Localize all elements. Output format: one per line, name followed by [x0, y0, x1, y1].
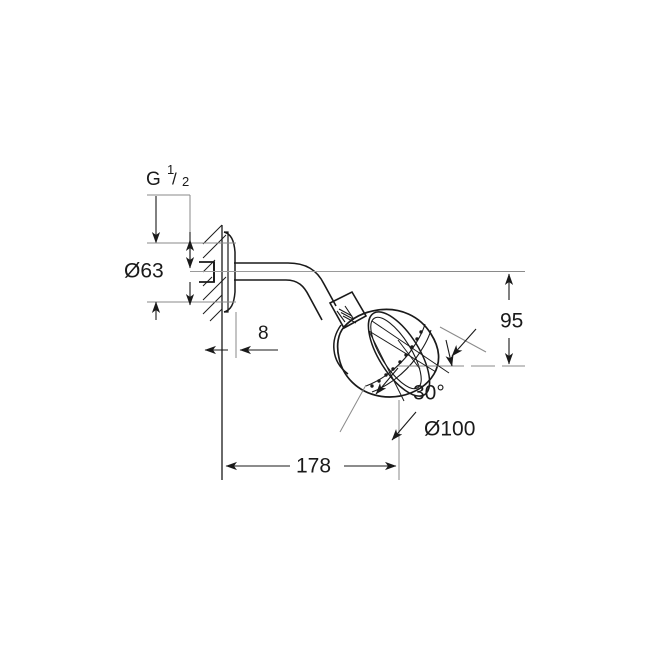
dimension-spray-angle: 30°	[371, 320, 455, 405]
dimension-arm-reach: 178	[225, 400, 400, 480]
head-diameter-label: Ø100	[424, 418, 475, 441]
drop-height-label: 95	[500, 310, 523, 333]
dimension-thread-g-half: G 1 / 2	[146, 162, 195, 269]
flange-diameter-label: Ø63	[124, 260, 164, 283]
dimension-flange-diameter: Ø63	[124, 239, 236, 320]
thread-label-denominator: 2	[182, 174, 189, 189]
shower-arm	[234, 262, 337, 321]
flange-depth-label: 8	[258, 323, 269, 344]
collar-knurl	[336, 305, 357, 324]
spray-angle-label: 30°	[413, 382, 445, 405]
spray-face-inner-ring	[370, 316, 422, 390]
thread-label-g: G	[146, 169, 161, 190]
dimension-head-diameter: Ø100	[339, 326, 487, 441]
thread-fraction-slash: /	[172, 169, 177, 188]
ball-joint-collar	[328, 290, 368, 330]
arm-reach-label: 178	[296, 455, 331, 478]
dimension-flange-depth: 8	[204, 312, 278, 358]
dimension-drop-height: 95	[430, 271, 525, 367]
thread-label-numerator: 1	[167, 162, 174, 177]
face-centre-leaders	[368, 330, 437, 402]
